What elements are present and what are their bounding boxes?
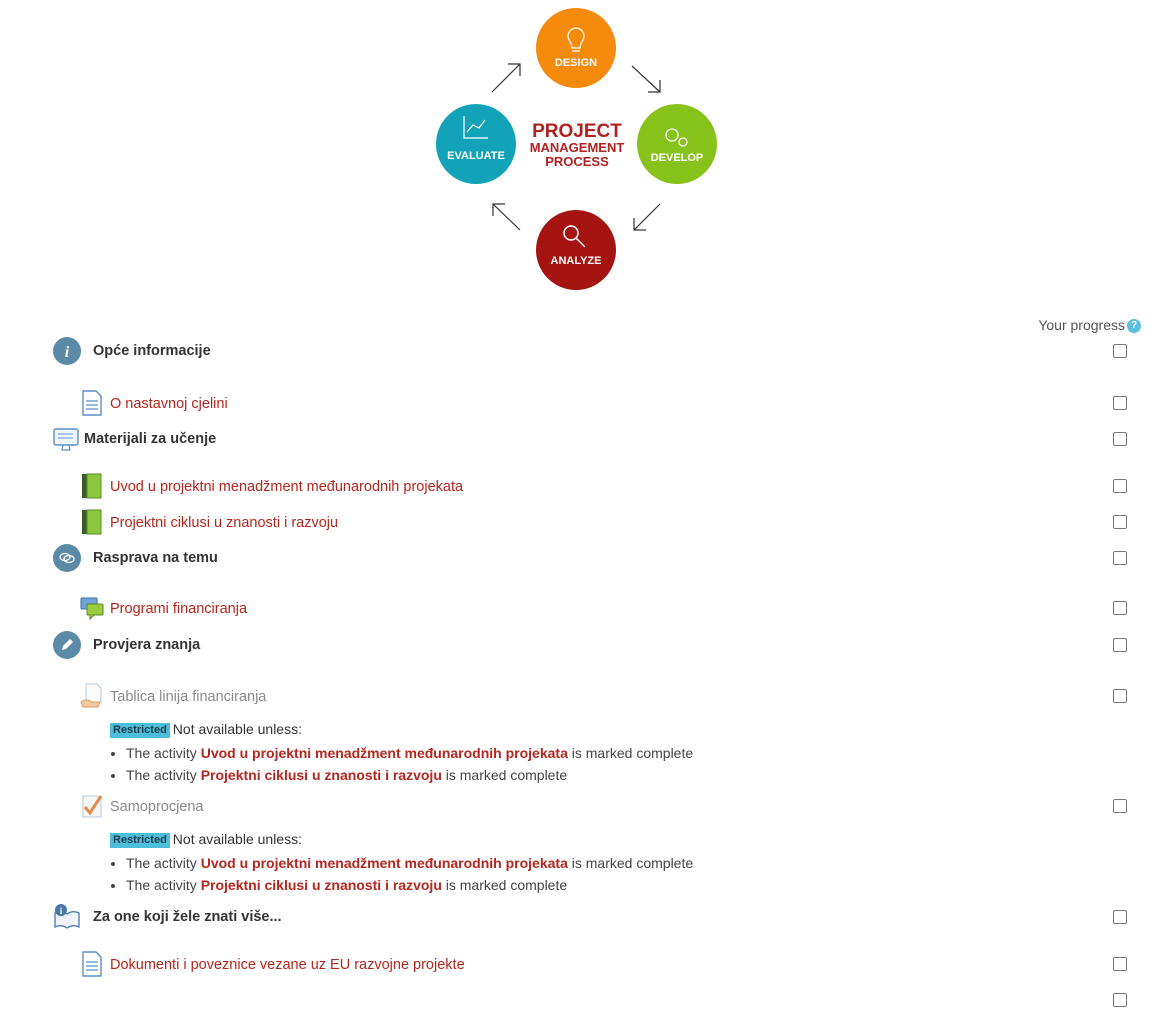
- book-icon: [82, 473, 102, 499]
- activity-row: O nastavnoj cjelini: [0, 387, 1163, 419]
- gears-icon: [665, 128, 688, 147]
- activity-row: Tablica linija financiranja: [0, 680, 1163, 712]
- activity-link-samoprocjena[interactable]: Samoprocjena: [110, 799, 204, 815]
- restriction-item: The activity Projektni ciklusi u znanost…: [126, 764, 693, 786]
- completion-checkbox[interactable]: [1113, 551, 1127, 565]
- restricted-badge: Restricted: [110, 723, 170, 738]
- activity-link-o-nastavnoj-cjelini[interactable]: O nastavnoj cjelini: [110, 396, 228, 412]
- forum-icon: [80, 597, 104, 621]
- section-row: [0, 984, 1163, 1016]
- pencil-icon: [53, 631, 81, 659]
- monitor-icon: [53, 428, 79, 451]
- completion-checkbox[interactable]: [1113, 910, 1127, 924]
- section-row: Provjera znanja: [0, 629, 1163, 661]
- section-row: Rasprava na temu: [0, 542, 1163, 574]
- required-activity-link[interactable]: Uvod u projektni menadžment međunarodnih…: [200, 855, 568, 871]
- section-row: i Opće informacije: [0, 335, 1163, 367]
- magnifier-icon: [563, 225, 586, 248]
- project-management-diagram: DESIGN DEVELOP ANALYZE EVALUATE PROJECT …: [436, 8, 717, 290]
- diagram-title-line2: MANAGEMENT: [530, 140, 625, 155]
- checklist-icon: [82, 795, 103, 818]
- activity-link-tablica-linija-financiranja[interactable]: Tablica linija financiranja: [110, 689, 267, 705]
- design-label: DESIGN: [555, 57, 597, 69]
- completion-checkbox[interactable]: [1113, 689, 1127, 703]
- svg-text:i: i: [65, 344, 70, 361]
- restriction-item: The activity Uvod u projektni menadžment…: [126, 742, 693, 764]
- restriction-list: The activity Uvod u projektni menadžment…: [110, 852, 693, 896]
- page-icon: [82, 951, 102, 977]
- activity-link-projektni-ciklusi[interactable]: Projektni ciklusi u znanosti i razvoju: [110, 515, 339, 531]
- restriction-intro: Not available unless:: [172, 831, 302, 847]
- completion-checkbox[interactable]: [1113, 432, 1127, 446]
- section-title[interactable]: Za one koji žele znati više...: [93, 909, 282, 925]
- book-icon: [82, 509, 102, 535]
- completion-checkbox[interactable]: [1113, 993, 1127, 1007]
- section-row: Materijali za učenje: [0, 423, 1163, 455]
- activity-link-uvod[interactable]: Uvod u projektni menadžment međunarodnih…: [110, 479, 464, 495]
- completion-checkbox[interactable]: [1113, 344, 1127, 358]
- section-title[interactable]: Materijali za učenje: [84, 431, 217, 447]
- activity-row: Projektni ciklusi u znanosti i razvoju: [0, 506, 1163, 538]
- required-activity-link[interactable]: Uvod u projektni menadžment međunarodnih…: [200, 745, 568, 761]
- activity-row: Programi financiranja: [0, 592, 1163, 624]
- arrow-up-right-icon: [491, 63, 521, 93]
- develop-label: DEVELOP: [651, 152, 704, 164]
- required-activity-link[interactable]: Projektni ciklusi u znanosti i razvoju: [200, 767, 442, 783]
- section-title[interactable]: Provjera znanja: [93, 637, 201, 653]
- chat-icon: [53, 544, 81, 572]
- activity-row: Samoprocjena: [0, 790, 1163, 822]
- activity-link-programi-financiranja[interactable]: Programi financiranja: [110, 601, 248, 617]
- your-progress-label: Your progress: [1038, 317, 1125, 333]
- completion-checkbox[interactable]: [1113, 638, 1127, 652]
- diagram-title-line3: PROCESS: [545, 154, 609, 169]
- completion-checkbox[interactable]: [1113, 515, 1127, 529]
- restriction-item: The activity Projektni ciklusi u znanost…: [126, 874, 693, 896]
- activity-link-dokumenti-i-poveznice[interactable]: Dokumenti i poveznice vezane uz EU razvo…: [110, 957, 465, 973]
- restriction-list: The activity Uvod u projektni menadžment…: [110, 742, 693, 786]
- restriction-item: The activity Uvod u projektni menadžment…: [126, 852, 693, 874]
- section-title[interactable]: Opće informacije: [93, 343, 211, 359]
- analyze-label: ANALYZE: [551, 255, 602, 267]
- completion-checkbox[interactable]: [1113, 396, 1127, 410]
- info-icon: i: [53, 337, 81, 365]
- analyze-circle: [536, 210, 616, 290]
- book-info-icon: i: [54, 904, 80, 929]
- completion-checkbox[interactable]: [1113, 601, 1127, 615]
- required-activity-link[interactable]: Projektni ciklusi u znanosti i razvoju: [200, 877, 442, 893]
- completion-checkbox[interactable]: [1113, 799, 1127, 813]
- completion-checkbox[interactable]: [1113, 479, 1127, 493]
- activity-row: Dokumenti i poveznice vezane uz EU razvo…: [0, 948, 1163, 980]
- arrow-down-right-icon: [631, 65, 661, 93]
- help-icon[interactable]: ?: [1127, 319, 1141, 333]
- arrow-down-left-icon: [633, 203, 661, 231]
- cycle-arrows: [491, 63, 661, 231]
- activity-row: Uvod u projektni menadžment međunarodnih…: [0, 470, 1163, 502]
- line-graph-icon: [463, 116, 488, 139]
- assignment-icon: [80, 683, 102, 708]
- diagram-title-line1: PROJECT: [532, 121, 622, 142]
- evaluate-label: EVALUATE: [447, 150, 505, 162]
- restriction-intro: Not available unless:: [172, 721, 302, 737]
- arrow-up-left-icon: [492, 203, 521, 231]
- page-icon: [82, 390, 102, 416]
- section-row: i Za one koji žele znati više...: [0, 901, 1163, 933]
- section-title[interactable]: Rasprava na temu: [93, 550, 218, 566]
- restricted-badge: Restricted: [110, 833, 170, 848]
- develop-circle: [637, 104, 717, 184]
- lightbulb-icon: [567, 27, 585, 52]
- svg-text:i: i: [60, 906, 63, 916]
- evaluate-circle: [436, 104, 516, 184]
- completion-checkbox[interactable]: [1113, 957, 1127, 971]
